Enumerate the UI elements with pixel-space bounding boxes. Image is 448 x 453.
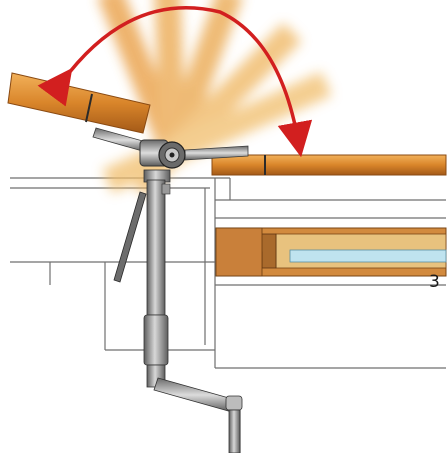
crank-handle-icon xyxy=(153,377,243,453)
telescopic-post-icon xyxy=(143,169,171,388)
swing-arc-arrow-icon xyxy=(37,6,313,158)
glass-pane xyxy=(289,249,447,263)
frame-outline xyxy=(10,177,446,453)
open-sash xyxy=(7,72,151,134)
side-lever-icon xyxy=(113,191,147,283)
closed-sash xyxy=(211,154,447,176)
callout-number: 3 xyxy=(429,272,440,292)
frame-profile xyxy=(215,227,447,277)
